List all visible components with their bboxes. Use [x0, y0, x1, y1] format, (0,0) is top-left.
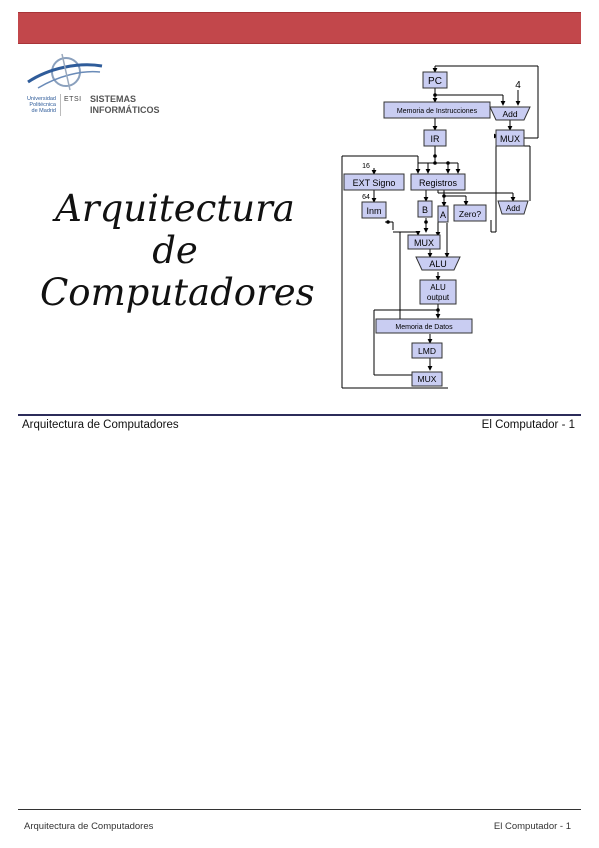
ir-box: [423, 129, 447, 147]
label-mem-datos: Memoria de Datos: [395, 324, 453, 331]
label-add-mid: Add: [506, 204, 520, 213]
label-inm: Inm: [366, 206, 381, 216]
upm-swoosh-icon: [27, 53, 103, 91]
mux-top-box: [495, 129, 525, 147]
label-b: B: [422, 205, 428, 215]
label-add-top: Add: [502, 109, 517, 119]
label-alu-out-1: ALU: [430, 283, 446, 292]
zero-box: [453, 204, 487, 222]
label-four: 4: [515, 80, 521, 91]
slide-footer-left: Arquitectura de Computadores: [22, 419, 179, 431]
logo-dept-line1: SISTEMAS: [90, 94, 137, 104]
slide-footer-rule: [18, 414, 581, 416]
alu-shape: [415, 256, 461, 271]
inm-box: [361, 201, 387, 219]
title-line1: Arquitectura: [55, 187, 295, 230]
ext-box: [343, 173, 405, 191]
mux-bottom-box: [411, 371, 443, 387]
add-mid-shape: [497, 200, 529, 215]
logo-department: SISTEMAS INFORMÁTICOS: [90, 94, 160, 116]
header-bar: [18, 12, 581, 44]
datapath-diagram: PC 4 Memoria de Instrucciones Add MUX IR…: [341, 65, 539, 389]
label-a: A: [440, 210, 446, 220]
label-mux-top: MUX: [500, 134, 520, 144]
label-regs: Registros: [419, 178, 458, 188]
page-footer-rule: [18, 809, 581, 810]
label-lmd: LMD: [418, 346, 436, 356]
university-name: Universidad Politécnica de Madrid: [26, 96, 56, 114]
b-box: [417, 200, 433, 218]
label-mux-mid: MUX: [414, 238, 434, 248]
slide-footer-right: El Computador - 1: [481, 419, 575, 431]
label-sixteen: 16: [362, 163, 370, 170]
title-line3: Computadores: [40, 271, 315, 314]
label-mux-bottom: MUX: [418, 374, 437, 384]
label-pc: PC: [428, 76, 442, 87]
mem-datos-box: [375, 318, 473, 334]
lmd-box: [411, 342, 443, 359]
label-zero: Zero?: [459, 209, 481, 219]
mem-instr-box: [383, 101, 491, 119]
a-box: [437, 205, 449, 223]
label-alu: ALU: [429, 259, 447, 269]
logo-dept-line2: INFORMÁTICOS: [90, 105, 160, 115]
regs-box: [410, 173, 466, 191]
label-mem-instr: Memoria de Instrucciones: [397, 108, 478, 115]
logo-separator: [60, 94, 61, 116]
logo-etsi: ETSI: [64, 96, 82, 103]
label-alu-out-2: output: [427, 293, 450, 302]
university-logo: Universidad Politécnica de Madrid ETSI S…: [24, 50, 160, 125]
add-top-shape: [489, 106, 531, 121]
page-title: Arquitectura de Computadores: [40, 187, 315, 314]
label-ext: EXT Signo: [353, 178, 396, 188]
pc-box: [422, 71, 448, 89]
label-sixtyfour: 64: [362, 194, 370, 201]
page-footer-right: El Computador - 1: [493, 821, 571, 832]
title-line2: de: [152, 229, 198, 272]
page-footer-left: Arquitectura de Computadores: [24, 821, 154, 832]
label-ir: IR: [431, 134, 441, 144]
mux-mid-box: [407, 234, 441, 250]
alu-out-box: [419, 279, 457, 305]
